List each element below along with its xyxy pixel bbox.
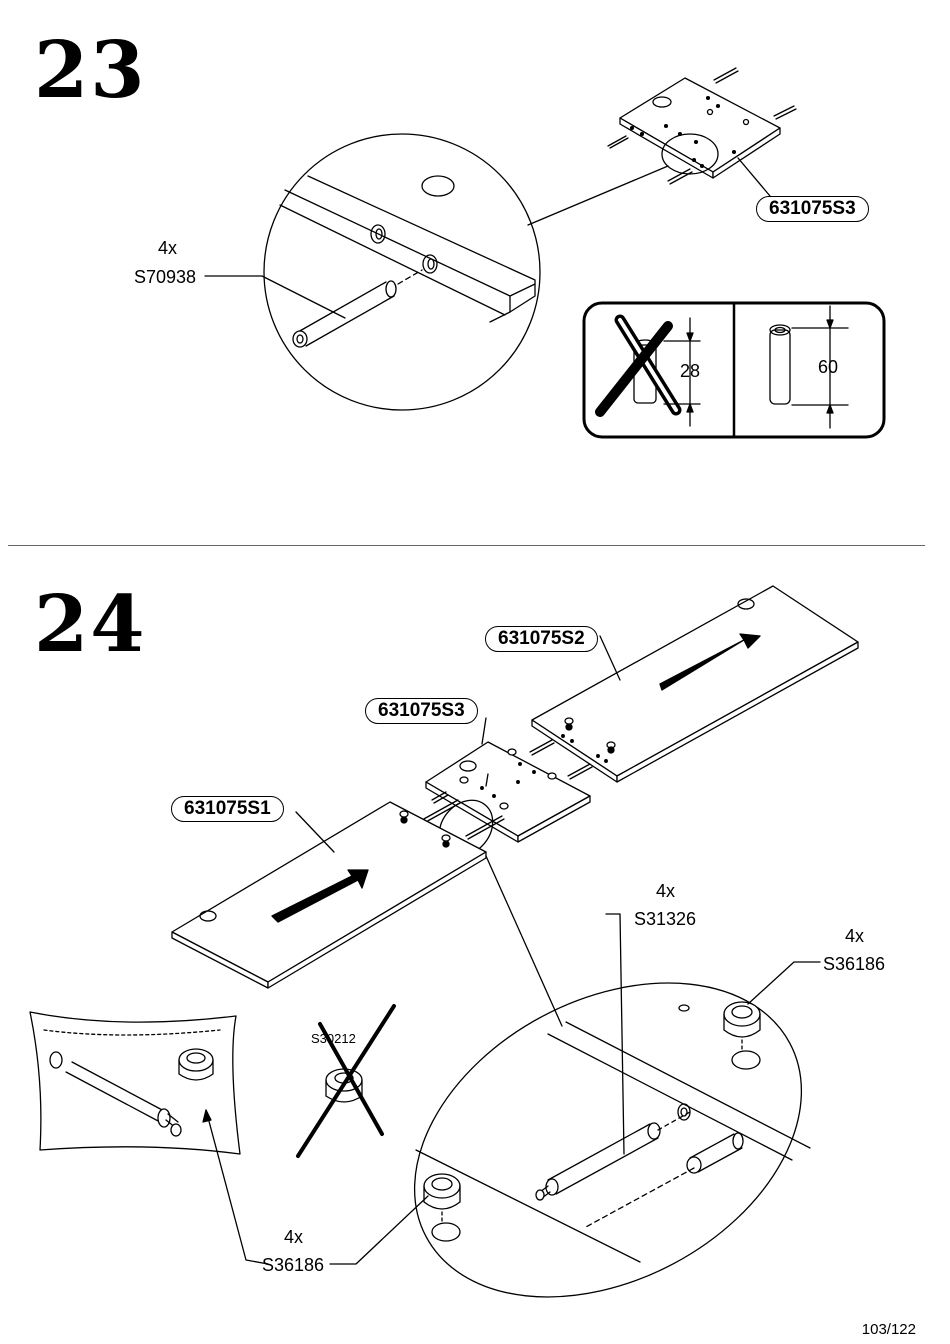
part-label-s3: 631075S3 xyxy=(365,698,478,724)
bolt-code-label: S31326 xyxy=(634,909,697,929)
wrong-cam-code-label: S30212 xyxy=(311,1031,356,1046)
bolt-qty-label: 4x xyxy=(656,881,676,901)
panel-s2 xyxy=(531,585,859,783)
dowel-code-label: S70938 xyxy=(134,267,197,287)
right-length-label: 60 xyxy=(818,357,839,377)
part-label-s2: 631075S2 xyxy=(485,626,598,652)
cam-qty-left-label: 4x xyxy=(284,1227,304,1247)
magnifier-23 xyxy=(204,133,541,411)
panel-s1 xyxy=(171,801,487,989)
wrong-cam xyxy=(296,1004,396,1158)
step-number-23: 23 xyxy=(34,25,147,116)
step-number-24: 24 xyxy=(34,579,147,670)
dowel-qty-label: 4x xyxy=(158,238,178,258)
page-number: 103/122 xyxy=(861,1321,916,1338)
detail-ellipse xyxy=(329,913,821,1298)
panel-s3-small xyxy=(527,67,797,226)
panel-s3 xyxy=(421,717,593,857)
cam-code-left-label: S36186 xyxy=(262,1255,325,1275)
wrong-length-label: 28 xyxy=(680,361,701,381)
comparison-box xyxy=(582,301,886,439)
part-label-s1: 631075S1 xyxy=(171,796,284,822)
cam-qty-right-label: 4x xyxy=(845,926,865,946)
step-divider xyxy=(8,545,925,546)
part-label-s3-step23: 631075S3 xyxy=(756,196,869,222)
hardware-bag xyxy=(29,1011,269,1265)
cam-code-right-label: S36186 xyxy=(823,954,886,974)
